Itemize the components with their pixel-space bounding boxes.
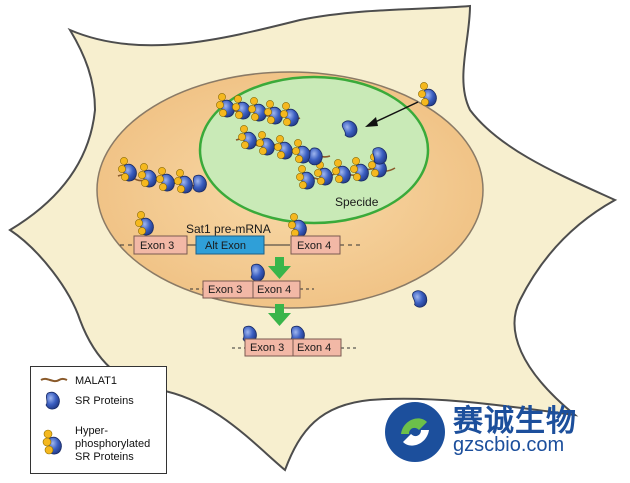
alt-exon	[195, 235, 265, 255]
import-arrow	[365, 101, 419, 127]
logo-icon	[385, 402, 445, 462]
sr-protein	[307, 147, 323, 166]
sr-protein	[250, 263, 265, 282]
phospho-sr-protein	[292, 139, 311, 164]
phospho-sr-protein	[118, 157, 137, 182]
alt-exon-label: Alt Exon	[205, 240, 246, 252]
phospho-sr-protein	[216, 93, 235, 118]
pre-mrna-label: Sat1 pre-mRNA	[186, 222, 271, 236]
sr-legend-icon	[45, 391, 60, 410]
phospho-sr-protein	[135, 211, 154, 236]
export-arrow	[268, 304, 291, 326]
phospho-sr-legend-icon	[42, 429, 62, 455]
spliced-mrna-nuclear: Exon 3 Exon 4	[190, 280, 314, 299]
sr-protein	[372, 147, 388, 165]
phospho-sr-protein	[256, 131, 275, 156]
phospho-sr-protein	[156, 167, 175, 192]
exon3-cyto-label: Exon 3	[250, 342, 284, 354]
phospho-sr-protein	[296, 165, 315, 190]
watermark-chinese: 赛诚生物	[453, 405, 577, 438]
phospho-sr-protein	[288, 213, 307, 238]
malat1-legend-icon	[40, 377, 68, 383]
legend-hyper-label-2: phosphorylated	[75, 438, 151, 450]
legend-hyper-label-3: SR Proteins	[75, 451, 134, 463]
legend-malat1-label: MALAT1	[75, 375, 117, 387]
exon4-pre-label: Exon 4	[297, 240, 331, 252]
watermark-url: gzscbio.com	[453, 434, 565, 456]
legend: MALAT1 SR Proteins Hyper- phosphorylated…	[30, 366, 167, 474]
legend-icons	[40, 377, 68, 455]
splicing-arrow	[268, 257, 291, 279]
sr-protein	[341, 120, 358, 138]
legend-hyper-label-1: Hyper-	[75, 425, 109, 437]
watermark-logo: 赛诚生物 gzscbio.com	[383, 394, 623, 469]
phospho-sr-protein	[138, 163, 157, 188]
exon3-nuclear-label: Exon 3	[208, 284, 242, 296]
spliced-mrna-cytoplasm: Exon 3 Exon 4	[232, 338, 356, 357]
phospho-sr-protein	[174, 169, 193, 194]
sr-protein	[412, 290, 428, 308]
phospho-sr-protein	[248, 97, 267, 122]
exon4-nuclear-label: Exon 4	[257, 284, 291, 296]
phospho-sr-protein	[418, 82, 437, 107]
exon3-pre-label: Exon 3	[140, 240, 174, 252]
phospho-sr-protein	[332, 159, 351, 184]
phospho-sr-protein	[350, 157, 369, 182]
phospho-sr-protein	[274, 135, 293, 160]
phospho-sr-protein	[232, 95, 251, 120]
phospho-sr-protein	[280, 102, 299, 127]
phospho-sr-protein	[314, 161, 333, 186]
exon4-pre	[290, 235, 341, 255]
phospho-sr-protein	[238, 125, 257, 150]
exon3-pre	[133, 235, 188, 255]
pre-mrna-row: Exon 3 Alt Exon Exon 4	[120, 235, 362, 255]
speckle-label: Specide	[335, 195, 379, 209]
legend-sr-label: SR Proteins	[75, 395, 134, 407]
sr-protein	[192, 174, 207, 193]
sr-protein-group	[118, 82, 437, 344]
exon4-cyto-label: Exon 4	[297, 342, 331, 354]
phospho-sr-protein	[264, 100, 283, 125]
